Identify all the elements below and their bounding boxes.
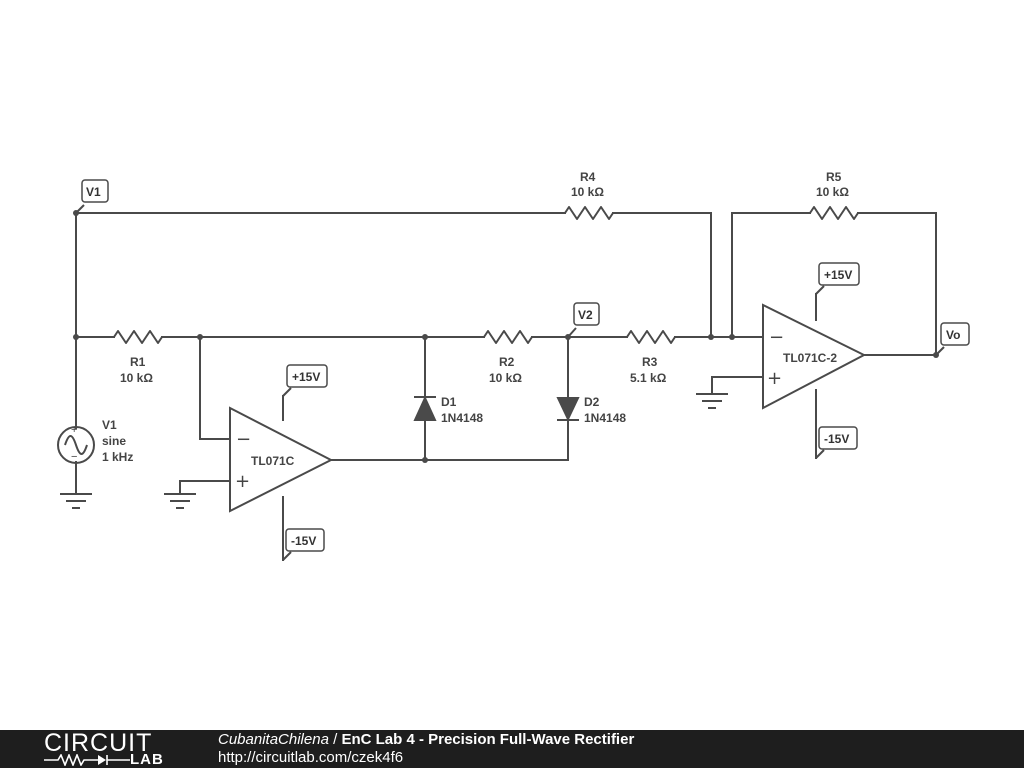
opamp-u1[interactable]: − +: [229, 406, 334, 513]
net-label-v1[interactable]: V1: [75, 179, 109, 214]
r3-value: 5.1 kΩ: [630, 371, 667, 385]
svg-text:-15V: -15V: [291, 534, 316, 548]
r2-value: 10 kΩ: [489, 371, 522, 385]
schematic-canvas: − + − + + − V1 V2: [57, 170, 970, 561]
opamp-u2[interactable]: − +: [762, 303, 867, 410]
resistor-r2[interactable]: [483, 330, 533, 344]
v1-freq: 1 kHz: [102, 450, 133, 464]
d2-value: 1N4148: [584, 411, 626, 425]
logo-resistor-diode-icon: [44, 754, 130, 766]
u2-plus-sign: +: [767, 368, 782, 389]
wires: [75, 211, 937, 561]
wire-top-r4: [75, 212, 712, 338]
diode-d1[interactable]: [413, 395, 437, 421]
u2-ref: TL071C-2: [783, 351, 837, 365]
ground-symbol-u2: [696, 393, 728, 409]
junction-dot: [197, 334, 203, 340]
r4-ref: R4: [580, 170, 596, 184]
junction-dot: [73, 334, 79, 340]
u2-minus-sign: −: [769, 327, 784, 348]
net-label-u1-pos-supply[interactable]: +15V: [282, 364, 328, 397]
wire-u1-out: [330, 419, 569, 461]
r5-ref: R5: [826, 170, 842, 184]
u1-minus-sign: −: [236, 429, 251, 450]
junction-dot: [422, 334, 428, 340]
r4-value: 10 kΩ: [571, 185, 604, 199]
r1-ref: R1: [130, 355, 146, 369]
wire-u1-inv: [199, 336, 231, 440]
wire-u1-noninv: [179, 480, 231, 495]
svg-text:−: −: [71, 451, 77, 463]
voltage-source-v1[interactable]: + −: [57, 424, 95, 464]
ground-symbol-u1: [164, 493, 196, 509]
logo-text-circuit: CIRCUIT: [44, 729, 153, 757]
logo-text-lab: LAB: [130, 751, 164, 768]
svg-text:V1: V1: [86, 185, 101, 199]
title-separator: /: [328, 731, 342, 748]
v1-type: sine: [102, 434, 126, 448]
r3-ref: R3: [642, 355, 658, 369]
svg-text:Vo: Vo: [946, 328, 960, 342]
diode-d2[interactable]: [556, 397, 580, 422]
junction-dot: [708, 334, 714, 340]
r1-value: 10 kΩ: [120, 371, 153, 385]
svg-text:V2: V2: [578, 308, 593, 322]
r5-value: 10 kΩ: [816, 185, 849, 199]
v1-ref: V1: [102, 418, 117, 432]
r2-ref: R2: [499, 355, 515, 369]
wire-u2-noninv: [711, 376, 764, 395]
footer-bar: CIRCUIT LAB CubanitaChilena / EnC Lab 4 …: [0, 730, 1024, 768]
svg-text:+: +: [71, 424, 77, 436]
resistor-r5[interactable]: [809, 206, 859, 220]
resistor-r4[interactable]: [564, 206, 614, 220]
d2-ref: D2: [584, 395, 600, 409]
u1-plus-sign: +: [235, 471, 250, 492]
footer-title-line: CubanitaChilena / EnC Lab 4 - Precision …: [218, 731, 634, 749]
resistor-r1[interactable]: [113, 330, 163, 344]
author-link[interactable]: CubanitaChilena: [218, 731, 329, 748]
circuit-url-link[interactable]: http://circuitlab.com/czek4f6: [218, 749, 404, 766]
net-label-u2-neg-supply[interactable]: -15V: [815, 426, 858, 459]
net-label-vo[interactable]: Vo: [935, 322, 970, 356]
u1-ref: TL071C: [251, 454, 295, 468]
ground-symbol-v1: [60, 493, 92, 509]
junction-dot: [729, 334, 735, 340]
wire-r5-feedback: [731, 212, 937, 356]
d1-value: 1N4148: [441, 411, 483, 425]
d1-ref: D1: [441, 395, 457, 409]
svg-text:+15V: +15V: [292, 370, 320, 384]
junction-dot: [422, 457, 428, 463]
net-label-u2-pos-supply[interactable]: +15V: [815, 262, 860, 295]
svg-text:-15V: -15V: [824, 432, 849, 446]
circuit-title: EnC Lab 4 - Precision Full-Wave Rectifie…: [341, 731, 635, 748]
net-label-u1-neg-supply[interactable]: -15V: [282, 528, 325, 561]
svg-text:+15V: +15V: [824, 268, 852, 282]
net-label-v2[interactable]: V2: [567, 302, 600, 338]
resistor-r3[interactable]: [626, 330, 676, 344]
